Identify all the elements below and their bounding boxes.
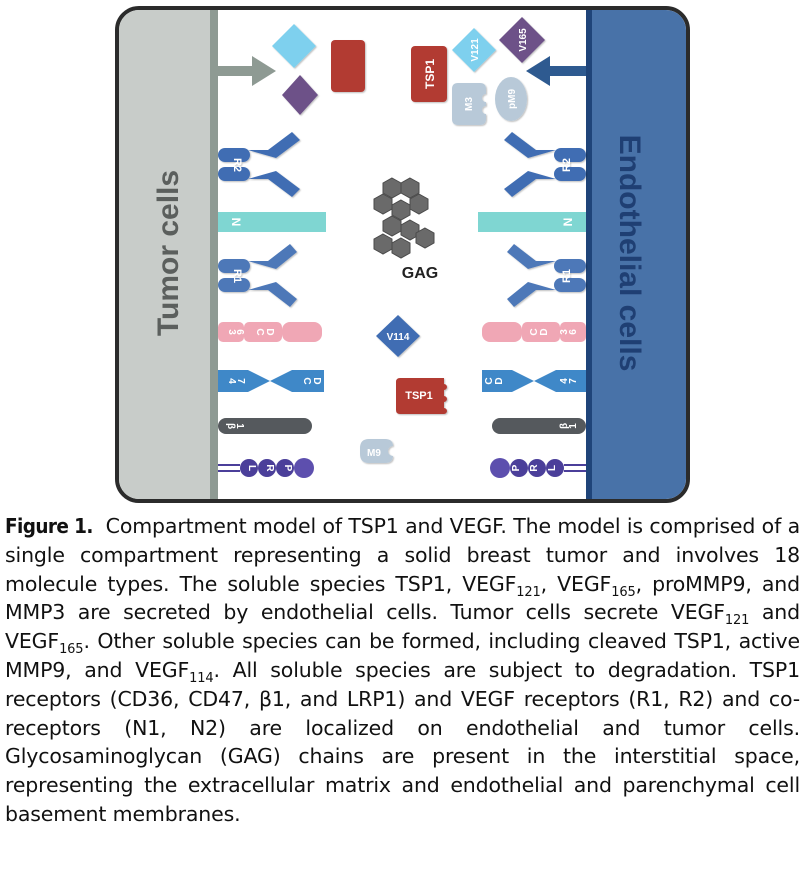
- svg-text:TSP1: TSP1: [423, 59, 437, 89]
- gag-label: GAG: [402, 265, 438, 282]
- svg-text:4: 4: [559, 378, 570, 384]
- tumor-cells-label: Tumor cells: [152, 170, 185, 336]
- caption-sub-2: 165: [611, 584, 636, 600]
- caption-text-4: and VEGF: [5, 600, 801, 654]
- svg-text:β: β: [559, 423, 570, 429]
- svg-text:7: 7: [568, 378, 579, 384]
- svg-text:D: D: [264, 328, 275, 335]
- tumor-lrp1-receptor: L R P: [218, 458, 314, 478]
- cleaved-tsp1-molecule: TSP1: [396, 378, 447, 414]
- svg-text:R2: R2: [561, 158, 573, 172]
- endothelial-vegfr1-receptor: R1: [507, 244, 586, 307]
- svg-text:C: C: [254, 328, 265, 335]
- caption-text-3: , proMMP9, and MMP3 are secreted by endo…: [5, 571, 800, 625]
- vegf121-diamond-icon: [272, 24, 316, 68]
- svg-text:6: 6: [234, 329, 245, 335]
- svg-text:R: R: [529, 464, 540, 472]
- svg-text:R: R: [264, 464, 275, 472]
- caption-sub-5: 114: [189, 671, 214, 687]
- figure-diagram: Tumor cells Endothelial cells TSP1 V121 …: [115, 6, 690, 503]
- vegf114-molecule: V114: [376, 315, 420, 357]
- endothelial-cell-region: [590, 10, 686, 499]
- figure-caption: Figure 1. Compartment model of TSP1 and …: [5, 512, 800, 829]
- tumor-vegfr1-receptor: R1: [218, 244, 297, 307]
- endothelial-vegfr2-receptor: R2: [504, 132, 586, 197]
- svg-text:N: N: [229, 218, 243, 227]
- svg-text:V121: V121: [470, 38, 481, 62]
- compartment-model-figure: Tumor cells Endothelial cells TSP1 V121 …: [115, 6, 690, 503]
- endothelial-neuropilin: N: [478, 212, 586, 232]
- svg-text:6: 6: [568, 329, 579, 335]
- svg-text:4: 4: [226, 378, 237, 384]
- svg-text:C: C: [301, 377, 312, 384]
- svg-text:1: 1: [568, 423, 579, 429]
- endothelial-secretion-arrow: [526, 56, 586, 86]
- tumor-neuropilin: N: [218, 212, 326, 232]
- tumor-vegfr2-receptor: R2: [218, 132, 300, 197]
- tumor-cd36-receptor: 3 6 C D: [218, 322, 322, 342]
- tumor-cell-region: [119, 10, 212, 499]
- svg-text:R2: R2: [231, 158, 243, 172]
- endothelial-lrp1-receptor: P R L: [490, 458, 586, 478]
- active-mmp9-molecule: M9: [360, 439, 393, 463]
- vegf121-molecule: V121: [452, 28, 496, 72]
- vegf165-molecule: V165: [499, 17, 545, 63]
- caption-text-2: , VEGF: [540, 571, 612, 596]
- svg-text:3: 3: [226, 329, 237, 335]
- tumor-secretion-arrow: [218, 56, 276, 86]
- tsp1-endothelial-molecule: TSP1: [411, 46, 447, 102]
- caption-sub-1: 121: [516, 584, 541, 600]
- tsp1-block-icon: [331, 40, 365, 92]
- tumor-beta1-integrin: β 1: [218, 418, 312, 434]
- svg-text:1: 1: [234, 423, 245, 429]
- endothelial-membrane: [586, 10, 592, 499]
- svg-text:C: C: [484, 377, 495, 384]
- svg-text:D: D: [539, 328, 550, 335]
- svg-text:R1: R1: [561, 269, 573, 283]
- svg-text:N: N: [561, 218, 575, 227]
- tumor-membrane: [210, 10, 218, 499]
- svg-text:β: β: [225, 423, 236, 429]
- vegf165-diamond-icon: [282, 75, 318, 115]
- svg-text:V165: V165: [518, 28, 529, 52]
- promm9-molecule: pM9: [495, 77, 527, 121]
- endothelial-cd36-receptor: C D 3 6: [482, 322, 586, 342]
- svg-text:P: P: [511, 464, 522, 471]
- caption-text-5: . Other soluble species can be formed, i…: [5, 629, 800, 682]
- svg-text:L: L: [246, 465, 257, 471]
- endothelial-cells-label: Endothelial cells: [613, 135, 646, 372]
- svg-text:3: 3: [559, 329, 570, 335]
- tumor-cd47-receptor: 4 7 C D: [218, 370, 324, 392]
- svg-text:M9: M9: [367, 448, 381, 459]
- svg-text:D: D: [311, 377, 322, 384]
- svg-text:V114: V114: [387, 332, 410, 343]
- endothelial-beta1-integrin: β 1: [492, 418, 586, 434]
- svg-text:TSP1: TSP1: [405, 390, 433, 402]
- caption-text-1: Compartment model of TSP1 and VEGF. The …: [5, 514, 800, 596]
- gag-chain-icon: [373, 177, 435, 259]
- svg-text:D: D: [494, 377, 505, 384]
- endothelial-cd47-receptor: C D 4 7: [482, 370, 586, 392]
- mmp3-molecule: M3: [452, 83, 486, 125]
- caption-text-6: . All soluble species are subject to deg…: [5, 657, 800, 826]
- caption-sub-3: 121: [724, 613, 750, 629]
- caption-sub-4: 165: [59, 642, 84, 658]
- svg-text:R1: R1: [231, 269, 243, 283]
- svg-text:P: P: [282, 465, 293, 472]
- svg-text:7: 7: [235, 378, 246, 384]
- svg-text:L: L: [547, 465, 558, 471]
- svg-text:M3: M3: [464, 97, 475, 111]
- caption-lead: Figure 1.: [5, 514, 93, 538]
- svg-text:pM9: pM9: [507, 89, 518, 109]
- svg-text:C: C: [529, 328, 540, 335]
